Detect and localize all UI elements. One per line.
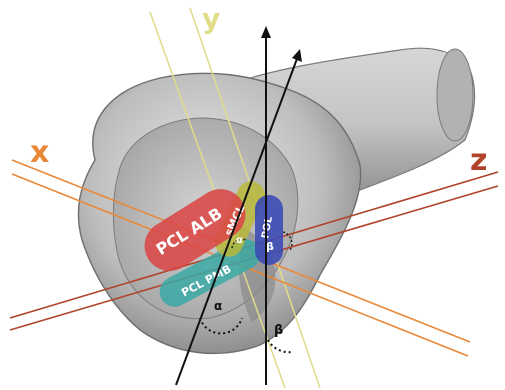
alpha-small-label: α [236, 235, 243, 246]
z-axis-label: z [470, 143, 487, 178]
shaft-opening [437, 49, 473, 141]
vertical-arrowhead [261, 26, 271, 38]
beta-lower-label: β [274, 323, 283, 338]
beta-small-label: β [266, 240, 274, 253]
alpha-lower-label: α [214, 299, 222, 313]
y-axis-label: y [202, 2, 220, 35]
x-axis-label: x [30, 135, 49, 170]
